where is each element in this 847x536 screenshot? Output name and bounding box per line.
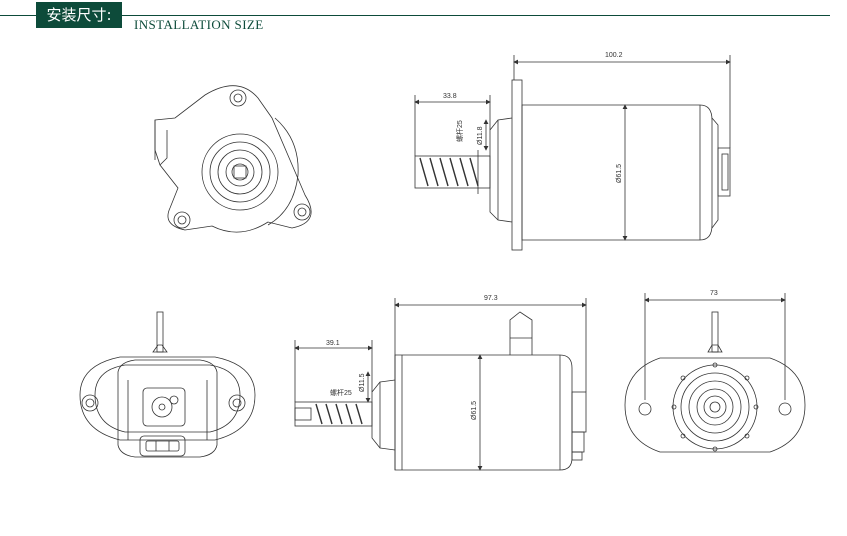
dim-flange-width: 73 xyxy=(710,290,718,297)
dim-bottom-shaft: 39.1 xyxy=(326,340,340,347)
title-en: INSTALLATION SIZE xyxy=(134,17,264,32)
dim-bottom-length: 97.3 xyxy=(484,295,498,302)
dim-top-shaft-dia: Ø11.8 xyxy=(477,126,484,145)
dim-bottom-body-dia: Ø61.5 xyxy=(471,401,478,420)
dim-top-shaft: 33.8 xyxy=(443,93,457,100)
header-bar: 安装尺寸: INSTALLATION SIZE xyxy=(0,0,847,34)
dim-top-screw: 螺杆25 xyxy=(455,120,464,142)
header-rule xyxy=(0,15,830,16)
side-view-bottom xyxy=(294,298,587,471)
front-view-oval xyxy=(624,293,806,453)
side-view-top xyxy=(414,55,731,251)
title-cn: 安装尺寸: xyxy=(36,2,122,28)
dim-top-body-dia: Ø61.5 xyxy=(616,164,623,183)
dim-bottom-screw: 螺杆25 xyxy=(330,388,352,397)
dim-bottom-shaft-dia: Ø11.5 xyxy=(359,373,366,392)
dim-top-length: 100.2 xyxy=(605,52,623,59)
front-view-flange xyxy=(154,85,312,233)
rear-view-connector xyxy=(79,311,256,458)
